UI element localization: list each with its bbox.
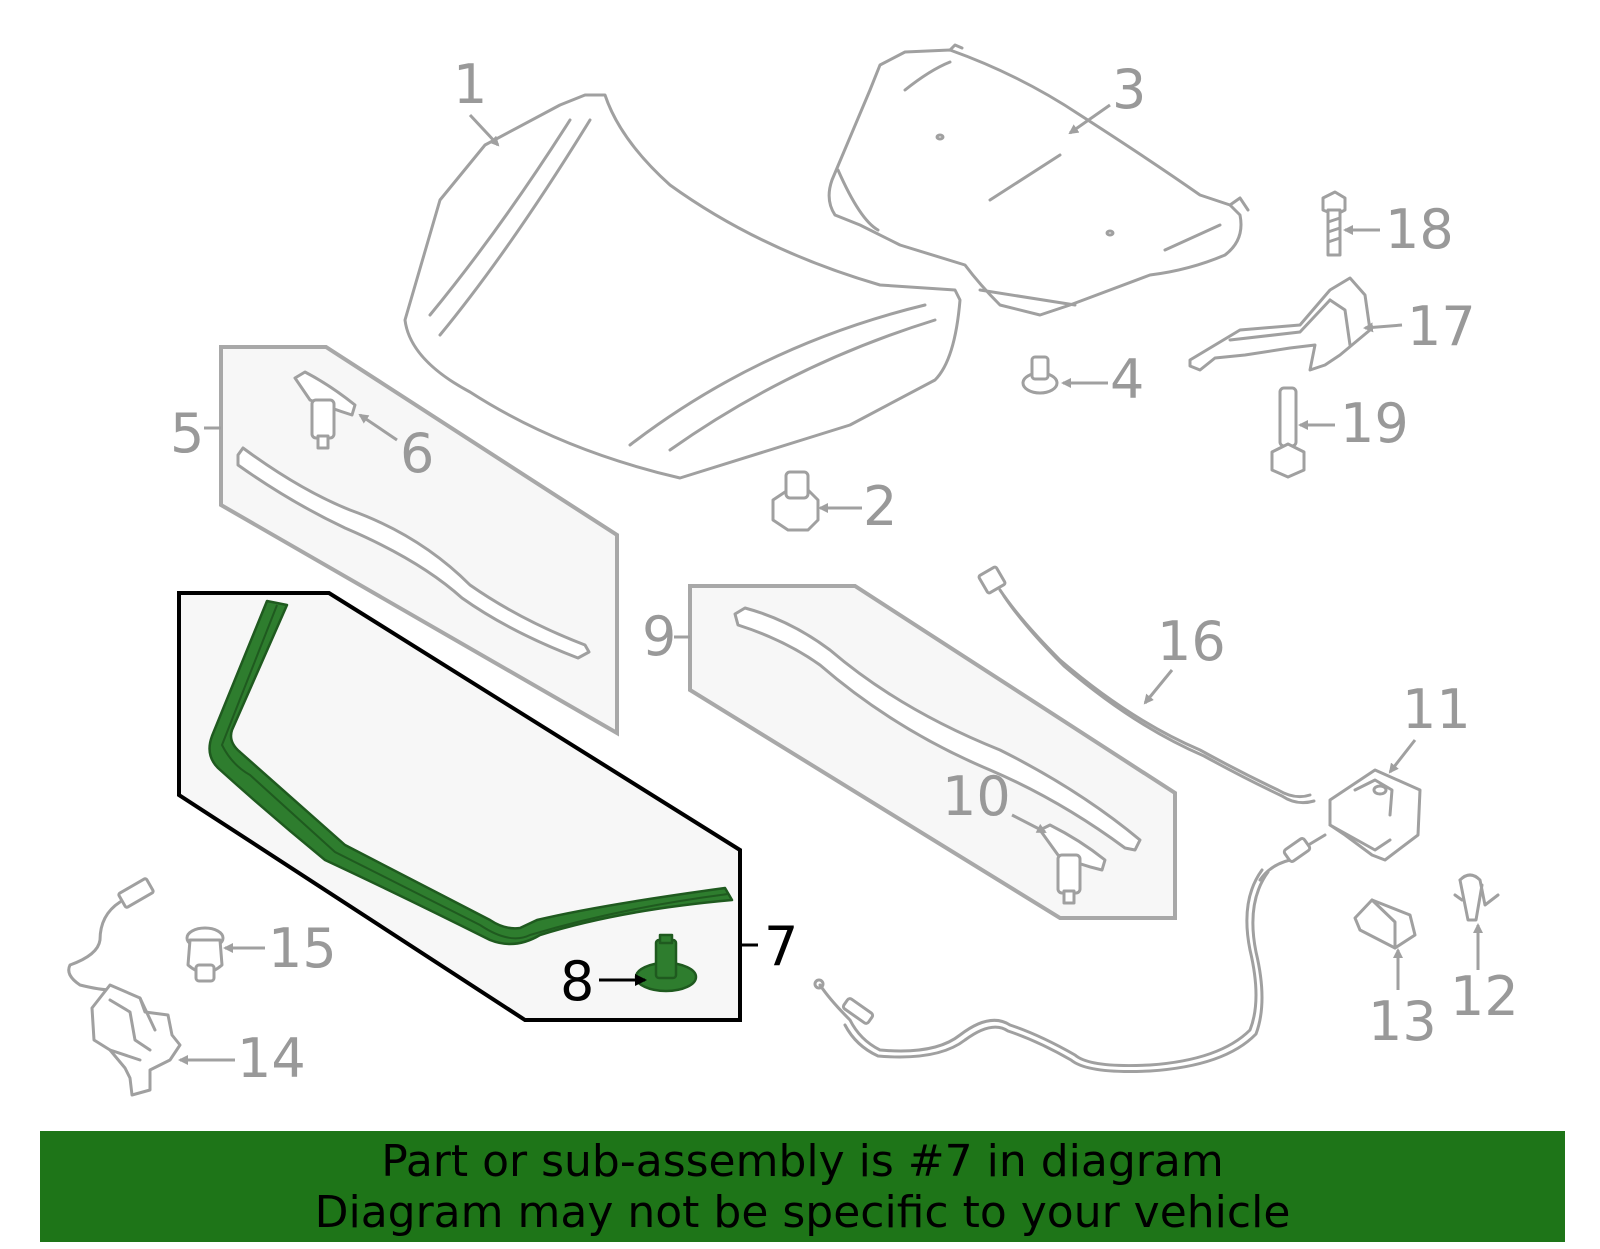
callout-3: 3 <box>1112 58 1146 121</box>
hood-inner-part <box>827 43 1250 317</box>
callout-13: 13 <box>1368 990 1437 1053</box>
leader-arrows <box>178 103 1483 1065</box>
callout-10: 10 <box>942 765 1011 828</box>
latch-part-14 <box>67 877 182 1097</box>
callout-labels: 1 3 18 17 4 19 5 6 2 16 9 11 10 7 8 15 1… <box>170 53 1519 1090</box>
panel-9 <box>688 584 1177 920</box>
callout-12: 12 <box>1450 965 1519 1028</box>
panel-7 <box>177 591 742 1022</box>
banner-line-2: Diagram may not be specific to your vehi… <box>314 1186 1291 1238</box>
bolt-part-18 <box>1321 190 1347 257</box>
clip-part-10 <box>1038 823 1107 905</box>
callout-19: 19 <box>1340 392 1409 455</box>
callout-11: 11 <box>1402 678 1471 741</box>
retainer-part-8 <box>634 933 698 993</box>
callout-8: 8 <box>560 950 594 1013</box>
clip-part-6 <box>293 370 357 450</box>
callout-4: 4 <box>1110 348 1144 411</box>
hood-seal-part-7 <box>208 599 734 946</box>
callout-1: 1 <box>453 53 487 116</box>
callout-9: 9 <box>642 605 676 668</box>
grommet-part-15 <box>185 926 225 983</box>
banner-line-1: Part or sub-assembly is #7 in diagram <box>381 1135 1224 1187</box>
callout-7: 7 <box>764 915 798 978</box>
hood-outer-part <box>403 93 962 480</box>
callout-16: 16 <box>1157 610 1226 673</box>
bolt-part-19 <box>1270 386 1306 479</box>
callout-5: 5 <box>170 402 204 465</box>
panel-5 <box>219 345 619 737</box>
callout-14: 14 <box>237 1027 306 1090</box>
clip-part-13 <box>1353 898 1417 950</box>
clip-part-12 <box>1453 873 1500 922</box>
callout-17: 17 <box>1407 295 1476 358</box>
callout-18: 18 <box>1385 198 1454 261</box>
callout-6: 6 <box>400 422 434 485</box>
release-handle-part-11 <box>813 768 1422 1074</box>
info-banner: Part or sub-assembly is #7 in diagram Di… <box>40 1131 1565 1242</box>
adjuster-part-2 <box>771 470 820 532</box>
hinge-part-17 <box>1188 276 1372 372</box>
bumper-part-4 <box>1021 355 1059 395</box>
cable-part-16 <box>977 565 1316 805</box>
callout-15: 15 <box>268 917 337 980</box>
callout-2: 2 <box>863 475 897 538</box>
